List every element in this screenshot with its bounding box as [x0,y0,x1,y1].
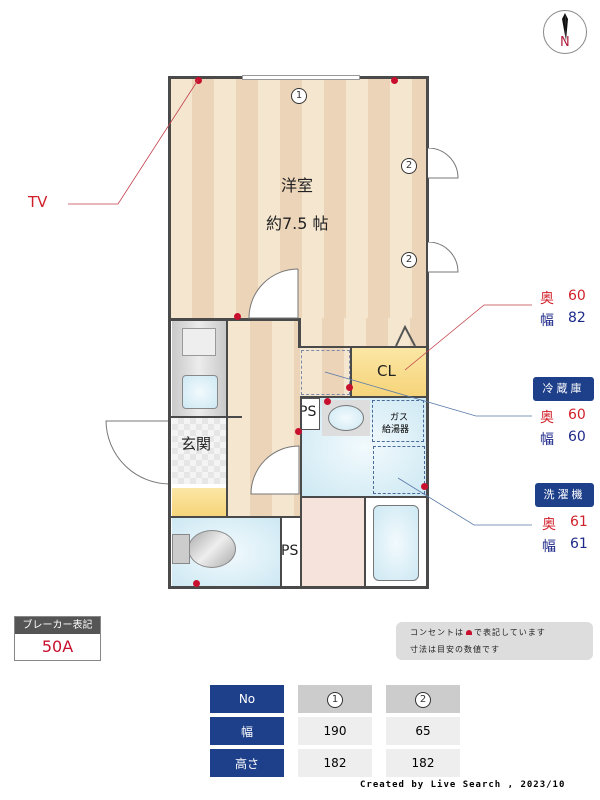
outlet-dot [295,428,302,435]
kitchen-sink [182,375,218,409]
wash-basin [328,405,364,431]
fridge-depth-label: 奥 [540,410,554,426]
table-row: 幅 190 65 [210,717,460,745]
fridge-badge: 冷蔵庫 [533,377,594,401]
window-1 [242,75,360,80]
cell: 182 [386,749,460,777]
floor-plan: CL 玄関 ガス 給湯器 PS PS 1 2 2 [105,75,459,589]
fridge-width-value: 60 [568,429,586,445]
ps-lower-label: PS [281,543,299,559]
closet-depth-label: 奥 [540,291,554,307]
ih-stove-icon [182,328,216,356]
washer-depth-value: 61 [570,514,588,530]
door-swing-2a-icon [428,148,459,179]
cell: 65 [386,717,460,745]
breaker-value: 50A [41,637,74,656]
water-heater-label: ガス [390,413,409,423]
note-line1-post: で表記しています [474,628,546,637]
fridge-depth-value: 60 [568,407,586,423]
window-table: No 1 2 幅 190 65 高さ 182 182 [196,681,474,781]
note-box: コンセントは で表記しています 寸法は目安の数値です [396,622,593,660]
leader-lines [68,79,532,526]
closet-width-label: 幅 [540,313,554,329]
window-marker-2a: 2 [401,158,417,174]
compass-label: N [560,35,570,50]
north-arrow-icon [562,13,568,41]
dressing-area [302,498,364,586]
closet [352,346,427,396]
outlet-dot [324,398,331,405]
fridge-space [300,348,352,398]
tv-callout: TV [28,193,48,211]
outlet-dot [346,384,353,391]
outlet-dot [195,77,202,84]
row-label-width: 幅 [210,717,284,745]
washer-width-value: 61 [570,536,588,552]
table-header-1: 1 [298,685,372,713]
table-header-no: No [210,685,284,713]
note-line1-pre: コンセントは [410,628,464,637]
ps-lower [280,518,300,586]
washer-space [373,446,425,494]
table-row: 高さ 182 182 [210,749,460,777]
breaker-title: ブレーカー表記 [15,617,100,634]
compass: N [543,10,587,54]
breaker-box: ブレーカー表記 50A [14,616,101,661]
bath-door-swing-icon [250,445,300,495]
ps-upper-label: PS [299,404,317,420]
front-door-swing-icon [105,420,171,485]
washer-badge: 洗濯機 [535,483,594,507]
bathtub [373,505,419,581]
room-door-swing-icon [248,268,299,319]
outlet-dot [234,313,241,320]
outlet-dot [193,580,200,587]
cell: 190 [298,717,372,745]
door-swing-2b-icon [428,242,459,273]
closet-width-value: 82 [568,310,586,326]
outlet-dot [421,483,428,490]
row-label-height: 高さ [210,749,284,777]
outlet-legend-icon [466,630,472,635]
washer-depth-label: 奥 [542,517,556,533]
entrance-label: 玄関 [181,435,212,453]
closet-door-icon [395,325,416,347]
credit: Created by Live Search , 2023/10 [360,780,566,790]
entrance [172,418,226,484]
closet-depth-value: 60 [568,288,586,304]
western-room-label: 洋室 [281,176,314,195]
note-line2: 寸法は目安の数値です [410,645,500,654]
window-marker-2b: 2 [401,252,417,268]
washer-width-label: 幅 [542,539,556,555]
table-header-2: 2 [386,685,460,713]
closet-label: CL [377,362,396,380]
window-marker-1: 1 [291,88,307,104]
fridge-width-label: 幅 [540,432,554,448]
shoe-box [172,488,226,516]
cell: 182 [298,749,372,777]
water-heater-label-2: 給湯器 [382,425,410,435]
outlet-dot [391,77,398,84]
western-room-size: 約7.5 帖 [266,214,329,233]
